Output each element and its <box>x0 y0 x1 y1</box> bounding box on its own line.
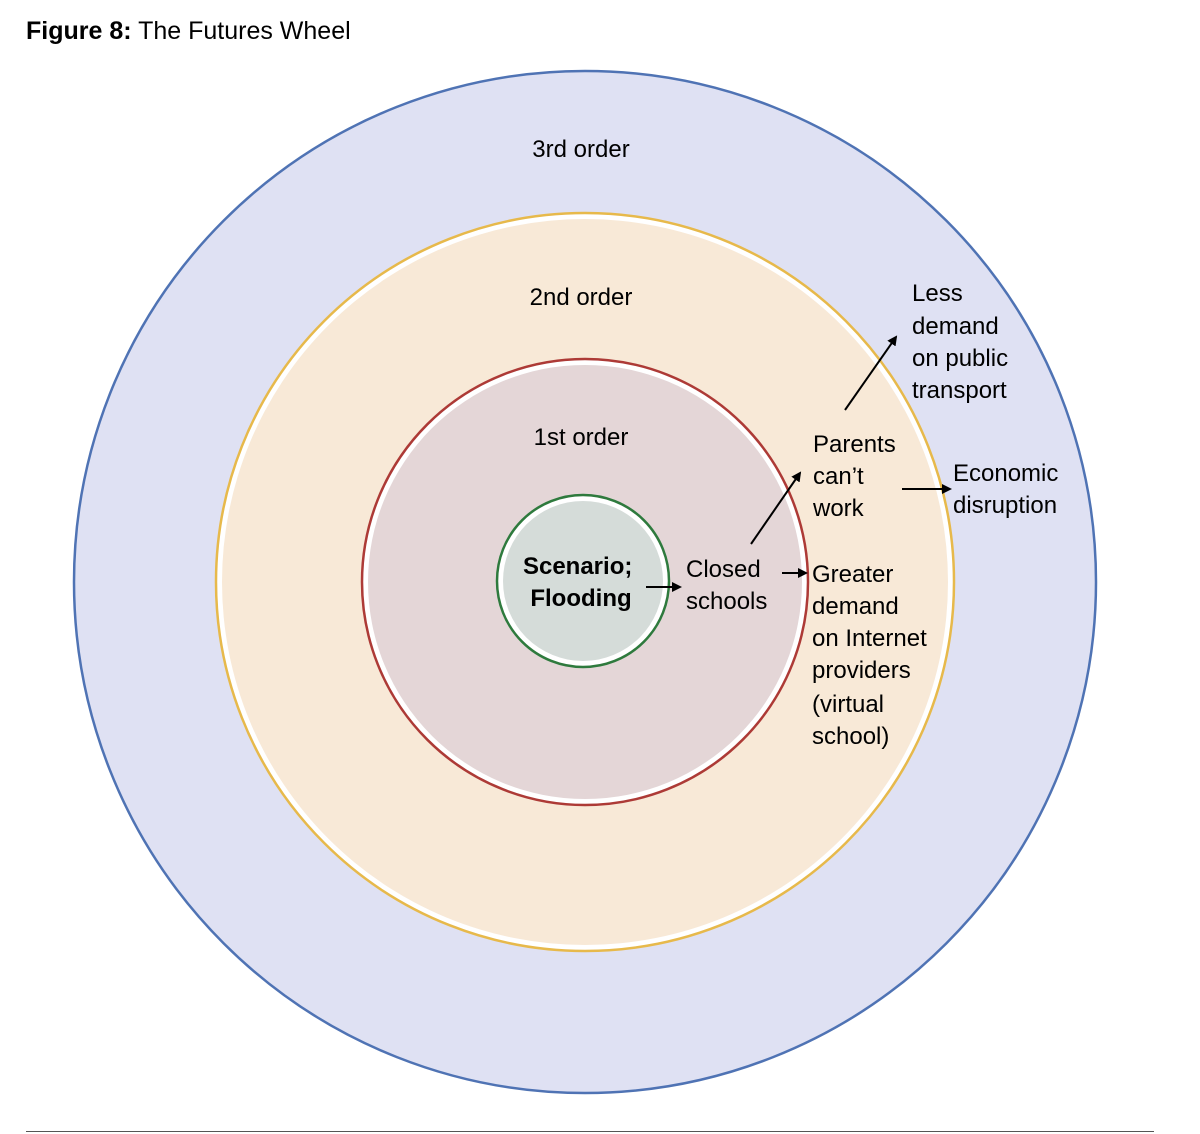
economic-line-2: disruption <box>953 492 1057 519</box>
greater-line-6: school) <box>812 723 889 750</box>
node-less-demand: Less demand on public transport <box>912 280 1015 404</box>
greater-line-5: (virtual <box>812 691 884 718</box>
figure-title-text: The Futures Wheel <box>138 17 351 45</box>
less-line-4: transport <box>912 377 1007 404</box>
bottom-divider <box>26 1131 1154 1132</box>
figure-title: Figure 8: The Futures Wheel <box>26 14 351 48</box>
greater-line-3: on Internet <box>812 625 927 652</box>
economic-line-1: Economic <box>953 460 1058 487</box>
greater-line-2: demand <box>812 593 899 620</box>
less-line-1: Less <box>912 280 963 307</box>
less-line-2: demand <box>912 313 999 340</box>
parents-line-1: Parents <box>813 431 896 458</box>
parents-line-3: work <box>812 495 865 522</box>
closed-schools-line-1: Closed <box>686 556 761 583</box>
third-order-label: 3rd order <box>532 136 629 163</box>
first-order-label: 1st order <box>534 424 629 451</box>
node-greater-demand: Greater demand on Internet providers (vi… <box>812 561 933 750</box>
node-economic-disruption: Economic disruption <box>953 460 1065 519</box>
arrow-closed-schools-to-parents <box>750 471 802 545</box>
scenario-line-1: Scenario; <box>523 553 632 580</box>
figure-label: Figure 8: <box>26 17 132 45</box>
closed-schools-line-2: schools <box>686 588 767 615</box>
scenario-line-2: Flooding <box>530 585 631 612</box>
node-closed-schools: Closed schools <box>686 556 767 615</box>
greater-line-4: providers <box>812 657 911 684</box>
greater-line-1: Greater <box>812 561 893 588</box>
arrow-parents-to-less-demand <box>844 335 898 411</box>
scenario-core-text: Scenario; Flooding <box>523 553 639 612</box>
parents-line-2: can’t <box>813 463 864 490</box>
less-line-3: on public <box>912 345 1008 372</box>
node-parents-cant-work: Parents can’t work <box>812 431 902 522</box>
scenario-core-fill <box>503 501 663 661</box>
second-order-label: 2nd order <box>530 284 633 311</box>
